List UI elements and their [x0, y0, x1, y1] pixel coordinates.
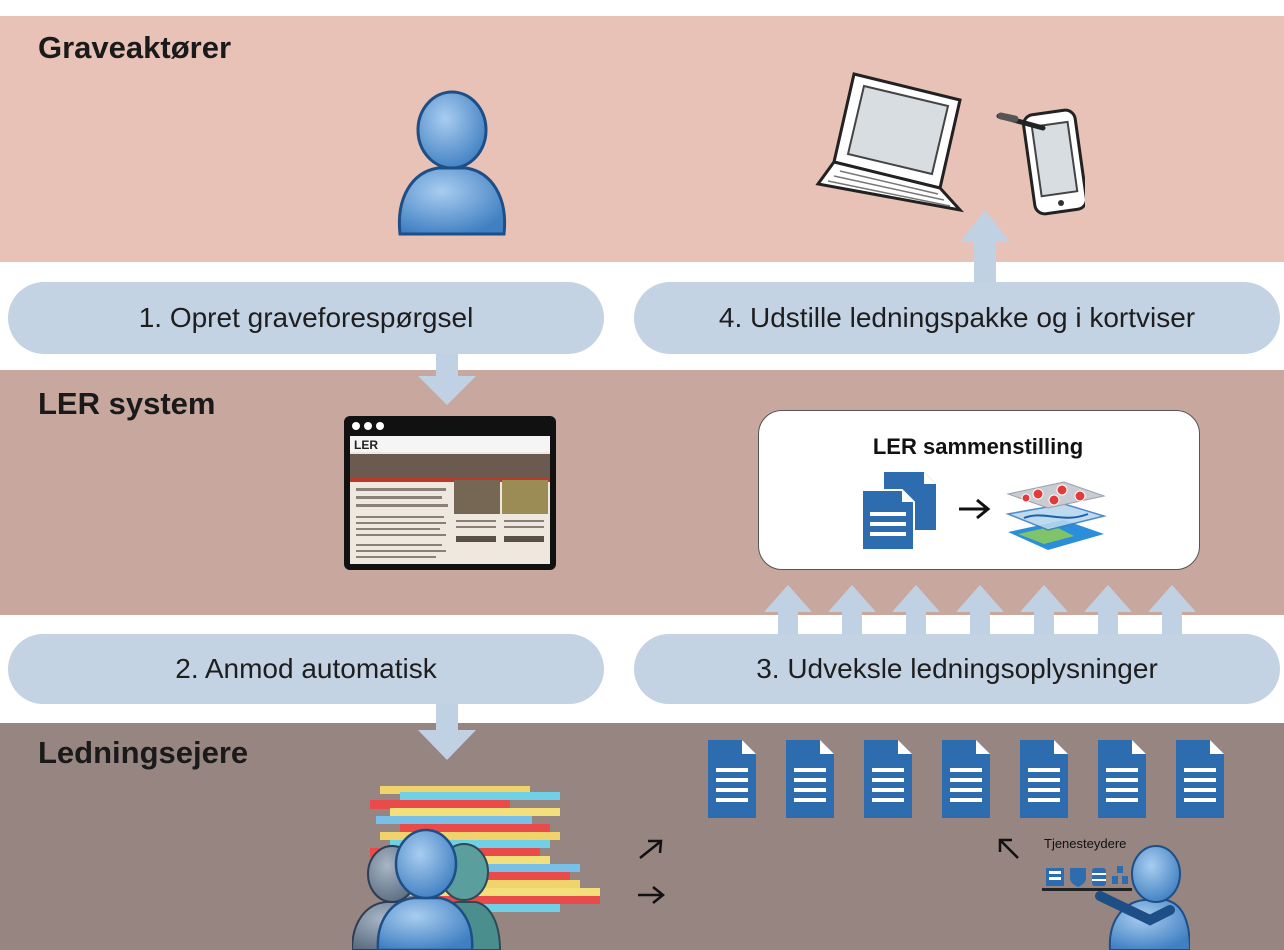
step2-pill: 2. Anmod automatisk [8, 634, 604, 704]
ler-sammenstilling-title: LER sammenstilling [872, 434, 1084, 459]
step1-pill: 1. Opret graveforespørgsel [8, 282, 604, 354]
document-icon [1176, 740, 1224, 818]
document-icon [942, 740, 990, 818]
documents-icon [861, 472, 936, 551]
service-provider-label: Tjenesteydere [1044, 836, 1127, 851]
website-logo: LER [354, 438, 378, 452]
arrow-right-icon [638, 886, 666, 904]
band-ledningsejere [0, 723, 1284, 950]
arrow-right-icon [959, 498, 991, 520]
person-icon [397, 90, 507, 236]
document-icon [1098, 740, 1146, 818]
band-label-ledningsejere: Ledningsejere [38, 735, 249, 770]
ler-sammenstilling-box [758, 410, 1200, 570]
group-icon [352, 828, 502, 950]
arrow-down-step2 [418, 696, 476, 760]
diagonal-arrow-icon [639, 839, 663, 859]
laptop-icon [815, 72, 965, 213]
documents-row [708, 740, 1224, 818]
step4-pill: 4. Udstille ledningspakke og i kortviser [634, 282, 1280, 354]
document-icon [864, 740, 912, 818]
document-icon [708, 740, 756, 818]
tablet-icon [996, 108, 1085, 216]
diagonal-arrow-up-left-icon [998, 838, 1019, 859]
layered-map-icon [1005, 481, 1107, 550]
service-provider-icon [1042, 845, 1190, 950]
document-icon [786, 740, 834, 818]
band-label-ler-system: LER system [38, 386, 216, 421]
website-screenshot-icon: LER [344, 416, 556, 570]
step3-pill: 3. Udveksle ledningsoplysninger [634, 634, 1280, 704]
band-label-graveaktorer: Graveaktører [38, 30, 232, 65]
document-icon [1020, 740, 1068, 818]
arrow-up-step4 [960, 210, 1010, 290]
